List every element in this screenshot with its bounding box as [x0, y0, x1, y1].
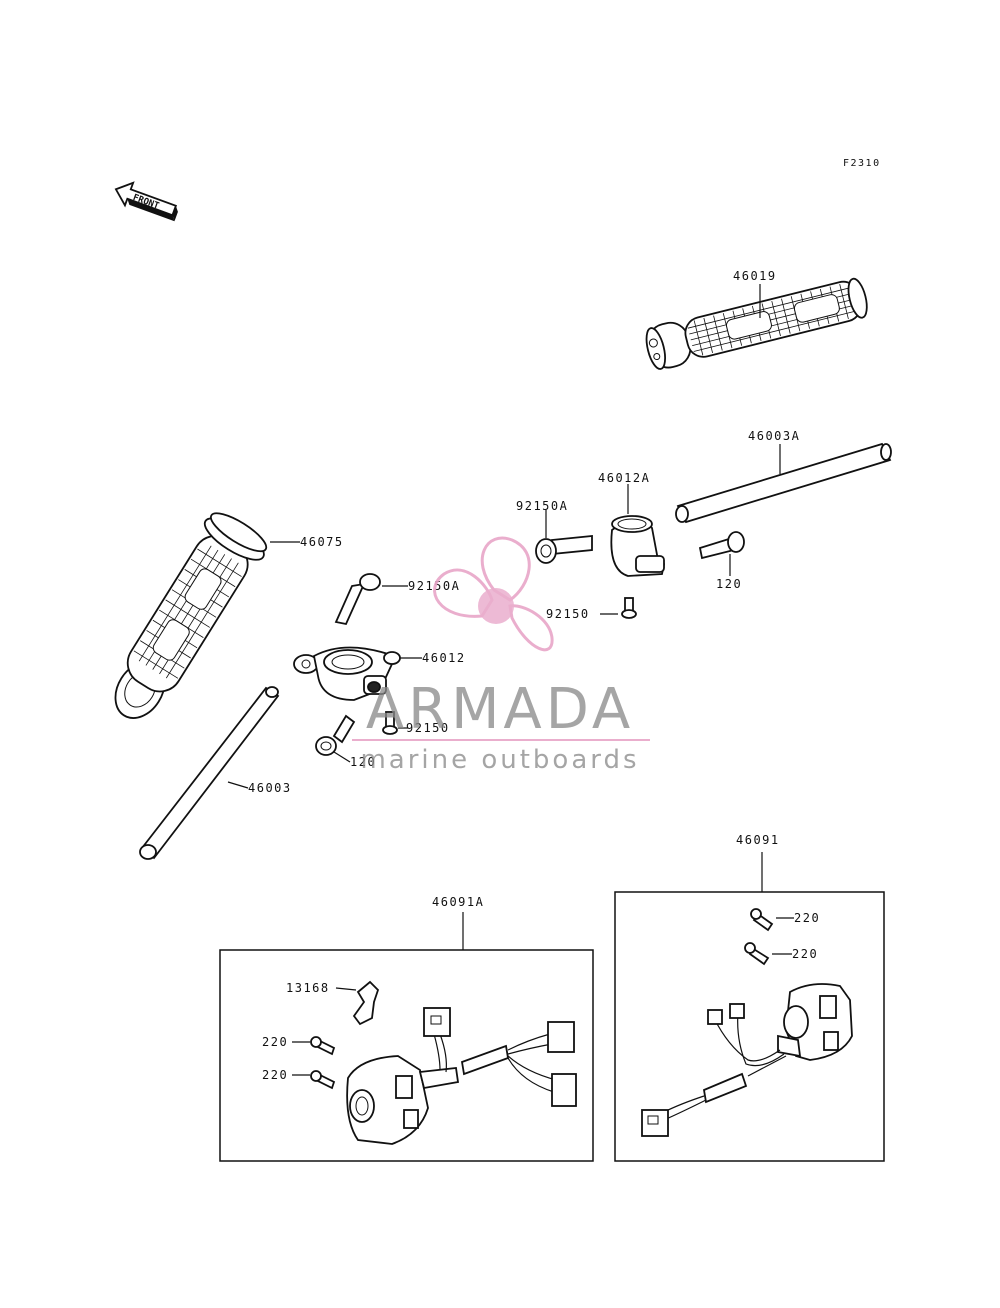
bolt-120-left: 120 [315, 714, 376, 769]
bolt-92150A-left: 92150A [334, 573, 460, 626]
label-120-left: 120 [350, 755, 376, 769]
watermark-logo: ARMADA marine outboards [352, 536, 650, 775]
label-46012: 46012 [422, 651, 466, 665]
switch-assembly-46091: 46091 220 220 [614, 833, 885, 1162]
label-46091: 46091 [736, 833, 780, 847]
watermark-tagline: marine outboards [360, 745, 639, 775]
watermark-brand: ARMADA [366, 677, 634, 742]
propeller-icon [433, 536, 554, 652]
label-46019: 46019 [733, 269, 777, 283]
bolt-92150-left: 92150 [382, 711, 450, 735]
grip-46075: 46075 [114, 512, 344, 719]
grip-46019: 46019 [645, 269, 868, 370]
box-46091 [614, 891, 885, 1162]
label-46091A: 46091A [432, 895, 484, 909]
label-92150A-left: 92150A [408, 579, 460, 593]
label-46075: 46075 [300, 535, 344, 549]
label-46003: 46003 [248, 781, 292, 795]
label-46003A: 46003A [748, 429, 800, 443]
bolt-92150-right: 92150 [546, 597, 637, 621]
box-46091A [219, 949, 594, 1162]
figure-code: F2310 [843, 158, 881, 169]
label-120-right: 120 [716, 577, 742, 591]
label-220-b: 220 [262, 1068, 288, 1082]
holder-46012A: 46012A [598, 471, 666, 577]
bolt-120-right: 120 [698, 531, 745, 591]
handlebar-46003A: 46003A [675, 429, 892, 524]
label-92150-right: 92150 [546, 607, 590, 621]
label-220-a: 220 [262, 1035, 288, 1049]
holder-46012: 46012 [293, 646, 466, 701]
label-13168: 13168 [286, 981, 330, 995]
front-arrow-icon: FRONT [114, 181, 178, 222]
label-46012A: 46012A [598, 471, 650, 485]
label-220-c: 220 [794, 911, 820, 925]
handlebar-46003: 46003 [139, 686, 292, 860]
switch-assembly-46091A: 46091A 13168 220 220 [219, 895, 594, 1162]
label-92150A-top: 92150A [516, 499, 568, 513]
label-92150-left: 92150 [406, 721, 450, 735]
label-220-d: 220 [792, 947, 818, 961]
bolt-92150A-top: 92150A [516, 499, 593, 564]
